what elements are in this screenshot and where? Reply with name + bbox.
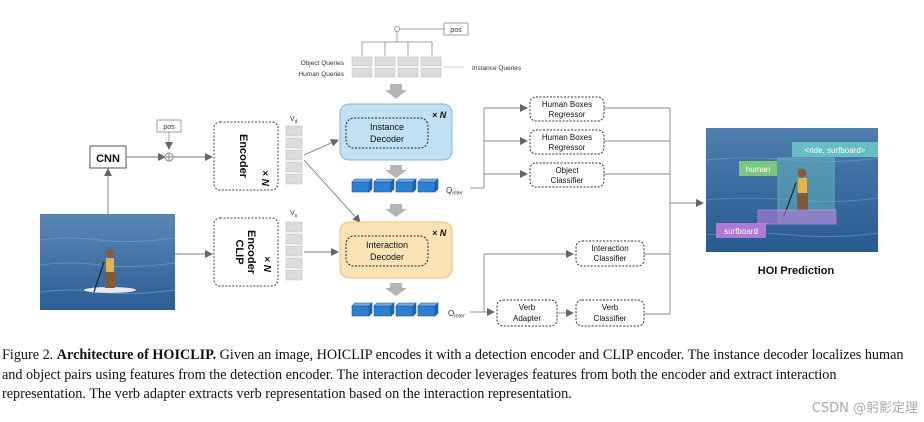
- human-tag: [739, 161, 777, 176]
- object-queries-label: Object Queries: [301, 60, 345, 67]
- human-boxes-2-label-b: Regressor: [549, 143, 586, 152]
- human-boxes-1-label-b: Regressor: [549, 110, 586, 119]
- clip-encoder-label-2: Encoder: [245, 230, 257, 275]
- verb-adapter-label-a: Verb: [519, 303, 536, 312]
- o-inter-tokens: [351, 302, 439, 317]
- object-classifier-label-a: Object: [555, 166, 579, 175]
- human-boxes-2-label-a: Human Boxes: [542, 133, 592, 142]
- input-image: [39, 214, 176, 310]
- architecture-diagram: pos Object Queries Human Queries Instanc…: [39, 22, 879, 327]
- cnn-label: CNN: [96, 153, 120, 165]
- figure-caption: Figure 2. Architecture of HOICLIP. Given…: [2, 346, 922, 405]
- interaction-classifier: [575, 240, 645, 267]
- caption-body: Given an image, HOICLIP encodes it with …: [2, 347, 904, 402]
- vs-tokens: [285, 221, 303, 281]
- instance-decoder-label-1: Instance: [370, 122, 404, 132]
- ride-tag: [792, 142, 878, 157]
- clip-encoder-times: × N: [261, 256, 272, 273]
- hoi-prediction-image: human <ride, surfboard> surfboard: [705, 128, 879, 252]
- hoi-prediction-label: HOI Prediction: [758, 265, 835, 277]
- q-inter-tokens: [351, 178, 439, 193]
- verb-adapter-label-b: Adapter: [513, 314, 541, 323]
- q-inter-label: Qinter: [446, 186, 463, 197]
- human-boxes-regressor-2: [529, 129, 605, 155]
- interaction-classifier-label-a: Interaction: [591, 244, 628, 253]
- surfboard-tag-label: surfboard: [724, 227, 758, 236]
- vd-tokens: [285, 125, 303, 185]
- o-inter-label: Ointer: [448, 309, 465, 320]
- verb-classifier-label-b: Classifier: [594, 314, 627, 323]
- interaction-classifier-label-b: Classifier: [594, 254, 627, 263]
- vd-label: Vd: [290, 116, 298, 125]
- down-arrow: [385, 84, 407, 99]
- pos-top-label: pos: [450, 27, 462, 34]
- verb-classifier-label-a: Verb: [602, 303, 619, 312]
- clip-encoder-label-1: CLIP: [233, 239, 245, 264]
- human-queries-label: Human Queries: [298, 71, 344, 78]
- interaction-decoder-label-1: Interaction: [366, 240, 408, 250]
- object-classifier: [529, 162, 605, 188]
- pos-left-label: pos: [163, 124, 175, 131]
- verb-classifier: [575, 299, 645, 327]
- interaction-decoder-label-2: Decoder: [370, 252, 404, 262]
- instance-queries-label: Instance Queries: [472, 65, 522, 72]
- interaction-decoder-times: × N: [432, 228, 447, 238]
- encoder-box: [213, 121, 279, 191]
- instance-decoder-times: × N: [432, 110, 447, 120]
- object-classifier-label-b: Classifier: [551, 176, 584, 185]
- caption-prefix: Figure 2.: [2, 347, 54, 363]
- human-boxes-regressor-1: [529, 96, 605, 122]
- surfboard-tag: [716, 223, 766, 238]
- instance-decoder-label-2: Decoder: [370, 134, 404, 144]
- ride-tag-label: <ride, surfboard>: [805, 146, 866, 155]
- clip-encoder-box: [213, 217, 279, 287]
- vs-label: Vs: [290, 210, 298, 219]
- watermark: CSDN @躬影定理: [811, 401, 918, 416]
- human-boxes-1-label-a: Human Boxes: [542, 100, 592, 109]
- encoder-times: × N: [259, 170, 270, 187]
- encoder-label: Encoder: [237, 134, 249, 179]
- query-tokens: pos Object Queries Human Queries Instanc…: [298, 22, 522, 78]
- human-tag-label: human: [746, 165, 770, 174]
- caption-title: Architecture of HOICLIP.: [56, 347, 217, 363]
